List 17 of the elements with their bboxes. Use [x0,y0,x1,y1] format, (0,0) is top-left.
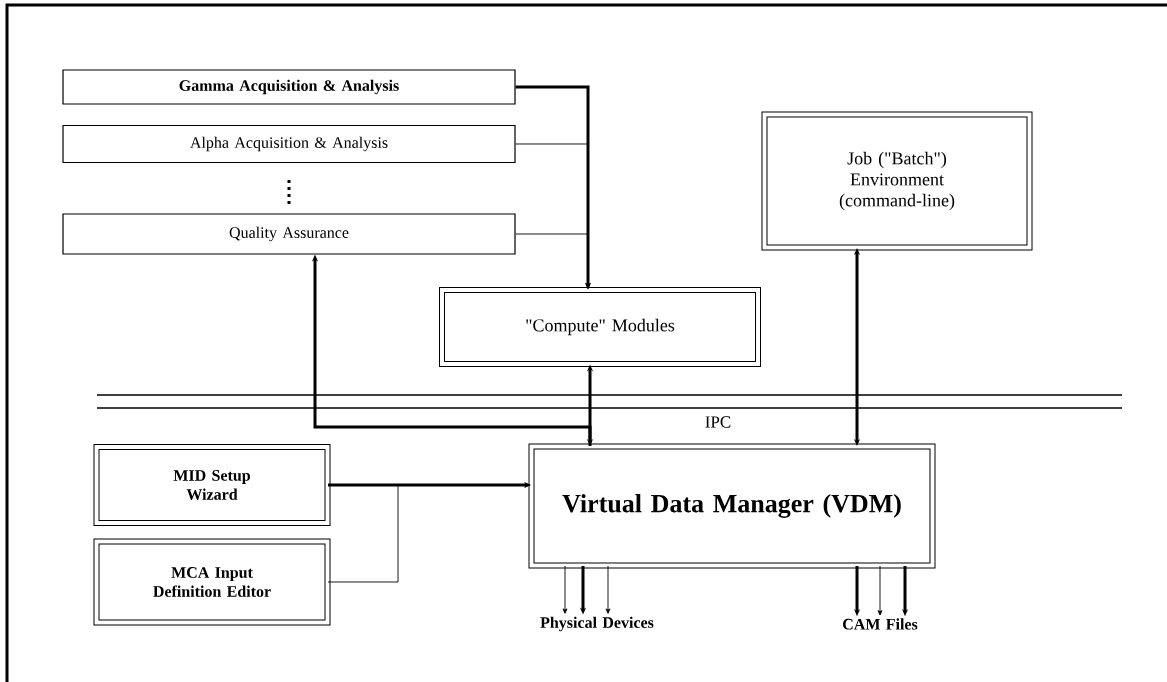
arrow [877,565,883,616]
module-box: Job ("Batch") Environment (command-line) [761,111,1033,251]
module-box: MCA Input Definition Editor [93,538,331,626]
arrow [562,565,568,614]
process-box: Gamma Acquisition & Analysis [62,69,516,105]
output-label: Physical Devices [540,616,654,632]
arrow [605,565,611,614]
arrow [327,482,531,583]
module-box: MID Setup Wizard [93,444,331,526]
module-box: "Compute" Modules [439,287,761,367]
process-box: Alpha Acquisition & Analysis [62,124,516,164]
arrow [515,233,591,289]
arrow [853,248,861,446]
bus-label: IPC [705,416,731,428]
output-label: CAM Files [843,618,918,630]
process-box: Quality Assurance [62,213,516,255]
module-box: Virtual Data Manager (VDM) [528,443,936,569]
